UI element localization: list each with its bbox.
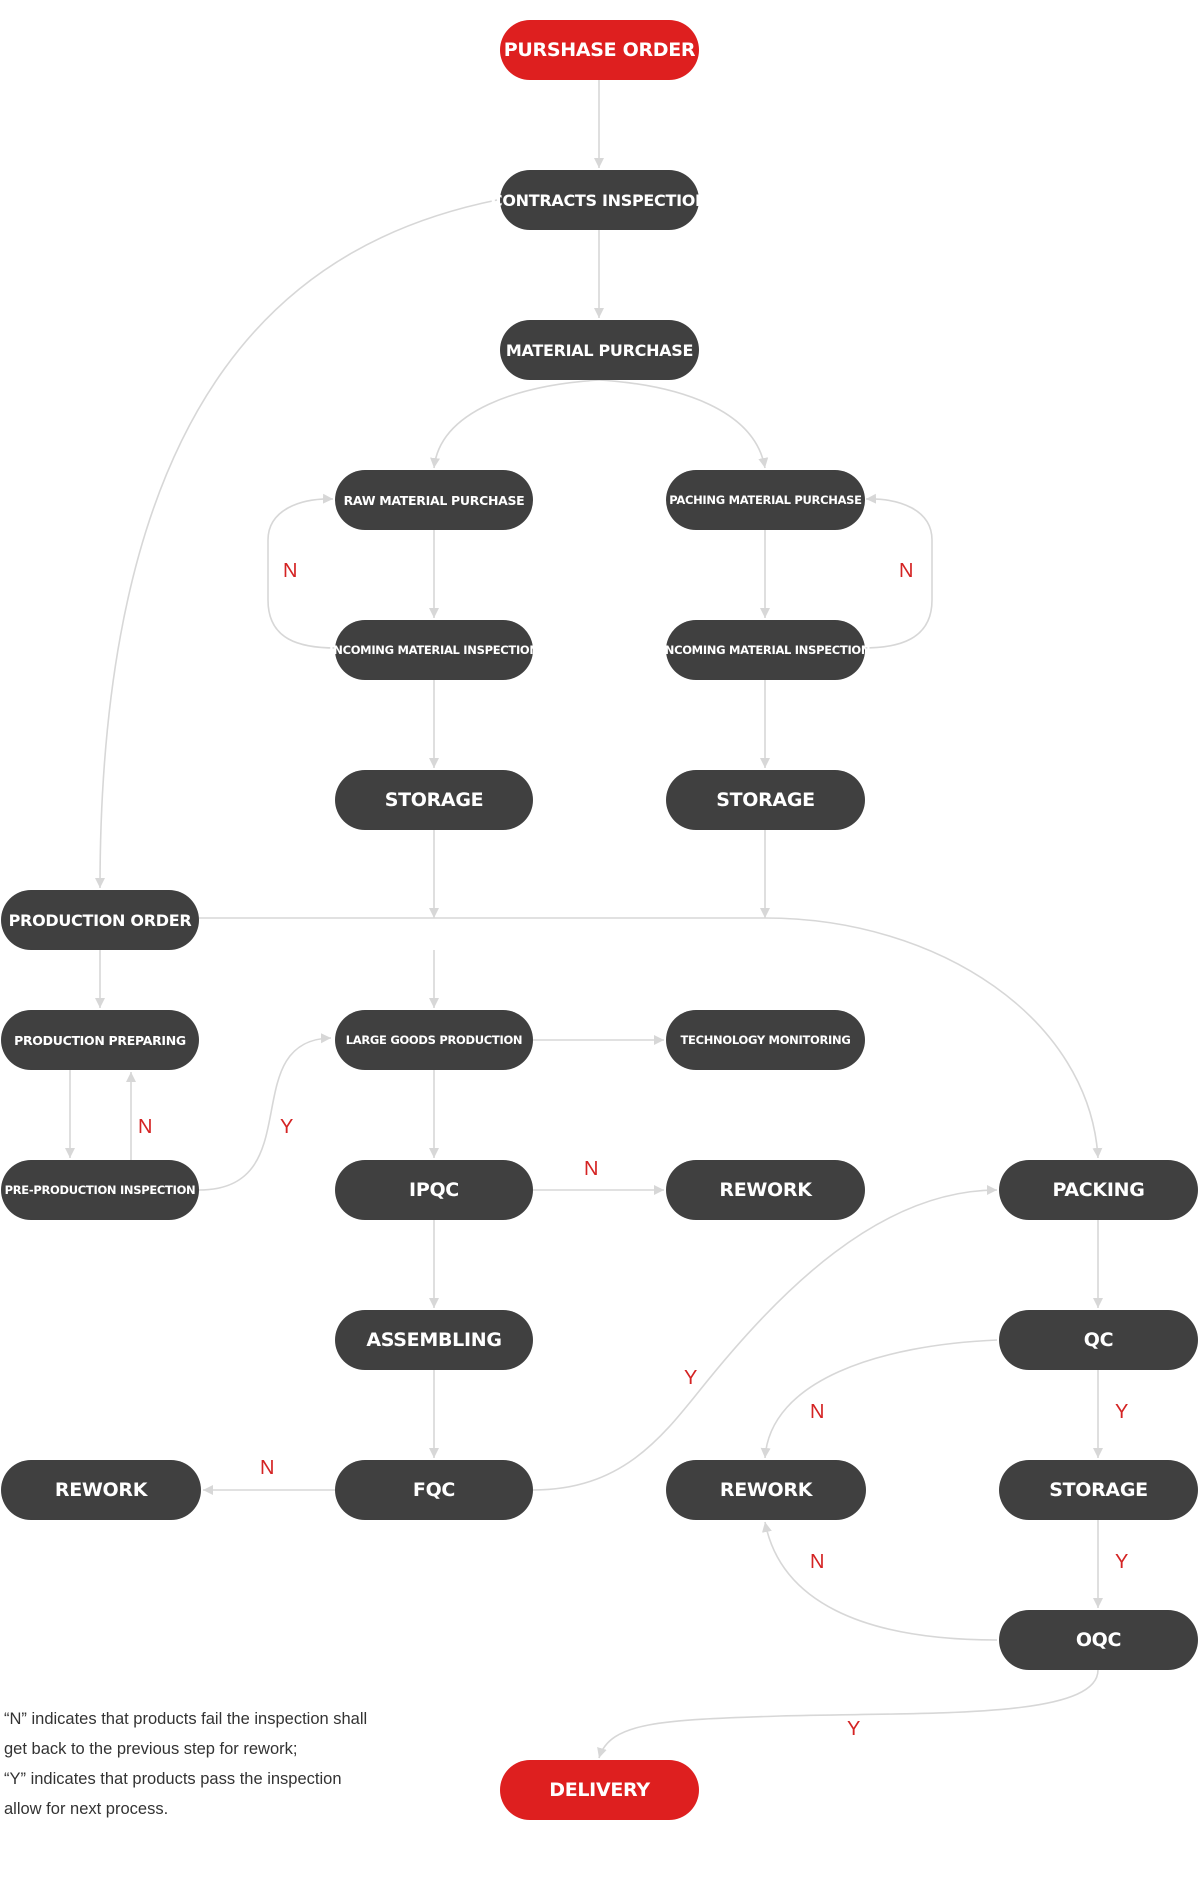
node-production-order: PRODUCTION ORDER <box>1 890 199 950</box>
node-qc: QC <box>999 1310 1198 1370</box>
edge-fqc-y-to-packing <box>532 1185 998 1491</box>
node-rework-qc: REWORK <box>666 1460 866 1520</box>
edge-oqc-n-to-rework <box>761 1521 998 1641</box>
edge-material-to-raw <box>430 379 600 469</box>
node-storage-raw: STORAGE <box>335 770 533 830</box>
label-packing-n: N <box>899 560 914 582</box>
legend-line-3: “Y” indicates that products pass the ins… <box>4 1770 342 1788</box>
edge-oqc-y-to-delivery <box>597 1669 1099 1759</box>
label-pre-prod-n: N <box>138 1116 153 1138</box>
edge-material-to-packing <box>598 379 769 469</box>
node-ipqc: IPQC <box>335 1160 533 1220</box>
node-assembling: ASSEMBLING <box>335 1310 533 1370</box>
node-technology-monitoring: TECHNOLOGY MONITORING <box>666 1010 865 1070</box>
node-large-goods-production: LARGE GOODS PRODUCTION <box>335 1010 533 1070</box>
node-delivery: DELIVERY <box>500 1760 699 1820</box>
legend-line-1: “N” indicates that products fail the ins… <box>4 1710 368 1728</box>
label-oqc-n: N <box>810 1551 825 1573</box>
node-raw-material-purchase: RAW MATERIAL PURCHASE <box>335 470 533 530</box>
label-fqc-y: Y <box>684 1367 698 1389</box>
legend: “N” indicates that products fail the ins… <box>4 1704 384 1824</box>
legend-line-4: allow for next process. <box>4 1800 169 1818</box>
edge-raw-incoming-n-loop <box>267 493 337 649</box>
edge-packing-incoming-n-loop <box>862 493 933 649</box>
node-incoming-inspection-packing: INCOMING MATERIAL INSPECTION <box>661 620 871 680</box>
node-rework-fqc: REWORK <box>1 1460 201 1520</box>
label-ipqc-n: N <box>584 1158 599 1180</box>
legend-line-2: get back to the previous step for rework… <box>4 1740 298 1758</box>
node-fqc: FQC <box>335 1460 533 1520</box>
edge-production-order-to-packing <box>199 917 1103 1159</box>
node-incoming-inspection-raw: INCOMING MATERIAL INSPECTION <box>329 620 539 680</box>
label-raw-n: N <box>283 560 298 582</box>
label-storage-y: Y <box>1115 1551 1129 1573</box>
node-rework-ipqc: REWORK <box>666 1160 865 1220</box>
node-storage-final: STORAGE <box>999 1460 1198 1520</box>
node-purchase-order: PURSHASE ORDER <box>500 20 699 80</box>
edge-contracts-to-production-order <box>95 199 498 889</box>
label-fqc-n: N <box>260 1457 275 1479</box>
node-production-preparing: PRODUCTION PREPARING <box>1 1010 199 1070</box>
node-oqc: OQC <box>999 1610 1198 1670</box>
label-qc-y: Y <box>1115 1401 1129 1423</box>
node-packing-material-purchase: PACHING MATERIAL PURCHASE <box>666 470 865 530</box>
label-oqc-y: Y <box>847 1718 861 1740</box>
node-packing: PACKING <box>999 1160 1198 1220</box>
label-pre-prod-y: Y <box>280 1116 294 1138</box>
node-storage-packing: STORAGE <box>666 770 865 830</box>
edge-qc-n-to-rework <box>760 1339 998 1459</box>
edge-pre-inspection-y-to-large-goods <box>198 1033 332 1191</box>
node-pre-production-inspection: PRE-PRODUCTION INSPECTION <box>1 1160 199 1220</box>
node-contracts-inspection: CONTRACTS INSPECTION <box>491 170 708 230</box>
label-qc-n: N <box>810 1401 825 1423</box>
node-material-purchase: MATERIAL PURCHASE <box>500 320 699 380</box>
